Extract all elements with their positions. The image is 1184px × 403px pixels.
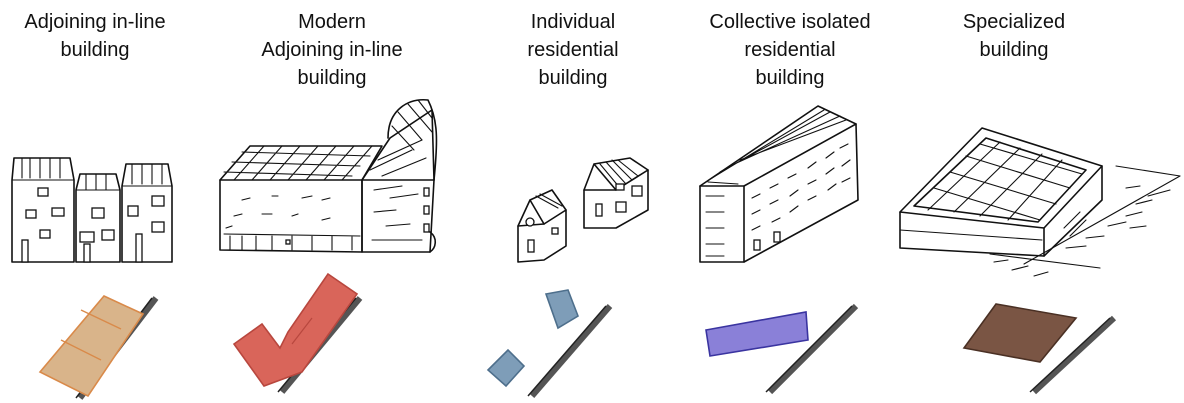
street-line-icon [767,303,859,395]
adjoining-building-sketch [11,157,173,400]
footprint-shape-icon [486,348,526,388]
title-line: building [60,39,130,61]
title-line: building [755,67,825,89]
individual-building-sketch [486,157,649,398]
specialized-building-sketch [899,127,1181,395]
footprint-shape-icon [232,272,359,387]
footprint-shape-icon [544,289,579,330]
modern-building-sketch [219,99,438,394]
street-line-icon [1031,315,1117,395]
category-modern: Modern Adjoining in-line building [212,0,452,403]
category-specialized: Specialized building [890,0,1184,403]
category-title: Adjoining in-line building [0,8,190,64]
category-title: Modern Adjoining in-line building [212,8,452,92]
category-adjoining: Adjoining in-line building [0,0,190,403]
category-title: Specialized building [900,8,1128,64]
category-collective: Collective isolated residential building [690,0,890,403]
footprint-shape-icon [705,311,809,357]
title-line: Adjoining in-line [261,39,403,61]
category-title: Individual residential building [478,8,668,92]
title-line: residential [527,39,619,61]
title-line: Specialized [962,11,1066,33]
title-line: building [297,67,367,89]
category-title: Collective isolated residential building [690,8,890,92]
collective-building-sketch [699,105,859,395]
title-line: Collective isolated [709,11,871,33]
title-line: building [538,67,608,89]
street-line-icon [529,304,613,398]
title-line: Modern [298,11,366,33]
title-line: Individual [530,11,616,33]
footprint-shape-icon [962,303,1078,363]
category-individual: Individual residential building [478,0,668,403]
title-line: building [979,39,1049,61]
title-line: residential [744,39,836,61]
title-line: Adjoining in-line [24,11,166,33]
footprint-shape-icon [38,295,145,398]
